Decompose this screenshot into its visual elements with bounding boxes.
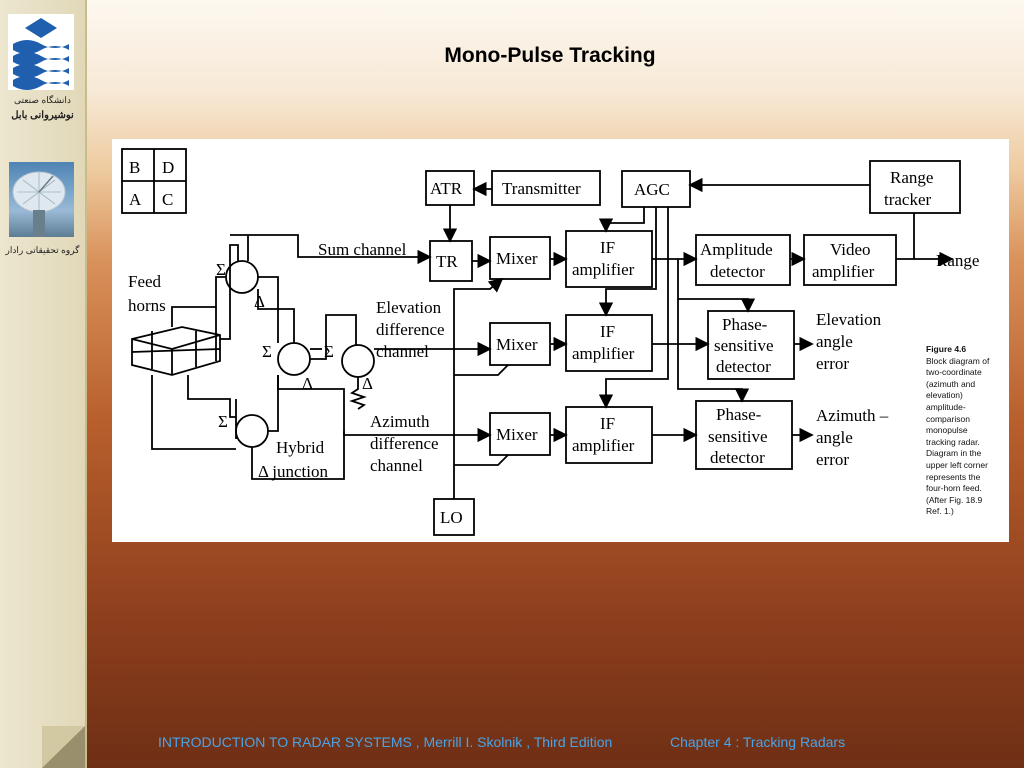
elev-error-label-3: error — [816, 354, 849, 373]
psd-elev-label-2: sensitive — [714, 336, 774, 355]
video-amp-label-2: amplifier — [812, 262, 875, 281]
horn-grid-d: D — [162, 158, 174, 177]
transmitter-block — [491, 170, 601, 206]
transmitter-label: Transmitter — [502, 179, 581, 198]
psd-elev-label-3: detector — [716, 357, 771, 376]
if-3-label-2: amplifier — [572, 436, 635, 455]
atr-label: ATR — [430, 179, 463, 198]
psd-azim-label-3: detector — [710, 448, 765, 467]
sigma-3: Σ — [324, 342, 334, 361]
feed-label-1: Feed — [128, 272, 162, 291]
diagram-panel: B D A C Feed horns Σ Δ Σ Δ Σ Δ Σ Sum cha… — [112, 139, 1009, 542]
slide-title: Mono-Pulse Tracking — [444, 44, 656, 67]
psd-azim-label-1: Phase- — [716, 405, 762, 424]
delta-2: Δ — [302, 374, 313, 393]
radar-dish-icon — [12, 171, 66, 237]
video-amp-label-1: Video — [830, 240, 871, 259]
sum-channel-label: Sum channel — [318, 240, 407, 259]
if-1-label-2: amplifier — [572, 260, 635, 279]
if-1-label-1: IF — [600, 238, 615, 257]
range-tracker-label-2: tracker — [884, 190, 932, 209]
psd-elev-label-1: Phase- — [722, 315, 768, 334]
mixer-2-label: Mixer — [496, 335, 538, 354]
sigma-4: Σ — [218, 412, 228, 431]
footer-book-reference: INTRODUCTION TO RADAR SYSTEMS , Merrill … — [158, 734, 613, 750]
monopulse-block-diagram: B D A C Feed horns Σ Δ Σ Δ Σ Δ Σ Sum cha… — [121, 148, 979, 536]
page-fold-shadow — [42, 726, 85, 768]
if-3-label-1: IF — [600, 414, 615, 433]
figure-caption: Figure 4.6 Block diagram of two-coordina… — [926, 344, 992, 518]
logo-waves-icon — [8, 14, 74, 90]
azim-error-label-3: error — [816, 450, 849, 469]
hybrid-2 — [277, 342, 311, 376]
sigma-1: Σ — [216, 260, 226, 279]
range-output-label: Range — [936, 251, 979, 270]
logo-line-1: دانشگاه صنعتی — [14, 95, 71, 105]
footer-chapter: Chapter 4 : Tracking Radars — [670, 734, 846, 750]
hybrid-label-2: Δ junction — [258, 462, 328, 481]
hybrid-3 — [341, 344, 375, 378]
elev-error-label-2: angle — [816, 332, 853, 351]
mixer-3-label: Mixer — [496, 425, 538, 444]
lo-label: LO — [440, 508, 463, 527]
horn-grid-b: B — [129, 158, 140, 177]
hybrid-4 — [235, 414, 269, 448]
university-logo — [8, 14, 74, 90]
sidebar: دانشگاه صنعتی نوشیروانی بابل گروه تحقیقا… — [0, 0, 87, 768]
elev-error-label-1: Elevation — [816, 310, 882, 329]
range-tracker-label-1: Range — [890, 168, 933, 187]
azimuth-line-1: Azimuth — [370, 412, 430, 431]
elevation-line-2: difference — [376, 320, 445, 339]
amp-detector-label-2: detector — [710, 262, 765, 281]
mixer-1-label: Mixer — [496, 249, 538, 268]
tr-label: TR — [436, 252, 458, 271]
horn-grid-a: A — [129, 190, 142, 209]
agc-label: AGC — [634, 180, 670, 199]
azimuth-line-3: channel — [370, 456, 423, 475]
photo-caption: گروه تحقیقاتی رادار — [5, 245, 80, 255]
horn-grid-c: C — [162, 190, 173, 209]
azimuth-line-2: difference — [370, 434, 439, 453]
range-tracker-block — [869, 160, 961, 214]
if-2-label-1: IF — [600, 322, 615, 341]
delta-1: Δ — [254, 292, 265, 311]
elevation-line-3: channel — [376, 342, 429, 361]
psd-azim-label-2: sensitive — [708, 427, 768, 446]
azim-error-label-2: angle — [816, 428, 853, 447]
radar-dish-photo — [9, 162, 74, 237]
delta-3: Δ — [362, 374, 373, 393]
figure-caption-body: Block diagram of two-coordinate (azimuth… — [926, 355, 990, 517]
sigma-2: Σ — [262, 342, 272, 361]
amp-detector-label-1: Amplitude — [700, 240, 773, 259]
hybrid-label-1: Hybrid — [276, 438, 325, 457]
elevation-line-1: Elevation — [376, 298, 442, 317]
logo-line-2: نوشیروانی بابل — [11, 110, 74, 121]
figure-caption-title: Figure 4.6 — [926, 344, 967, 354]
if-2-label-2: amplifier — [572, 344, 635, 363]
feed-label-2: horns — [128, 296, 166, 315]
azim-error-label-1: Azimuth – — [816, 406, 889, 425]
